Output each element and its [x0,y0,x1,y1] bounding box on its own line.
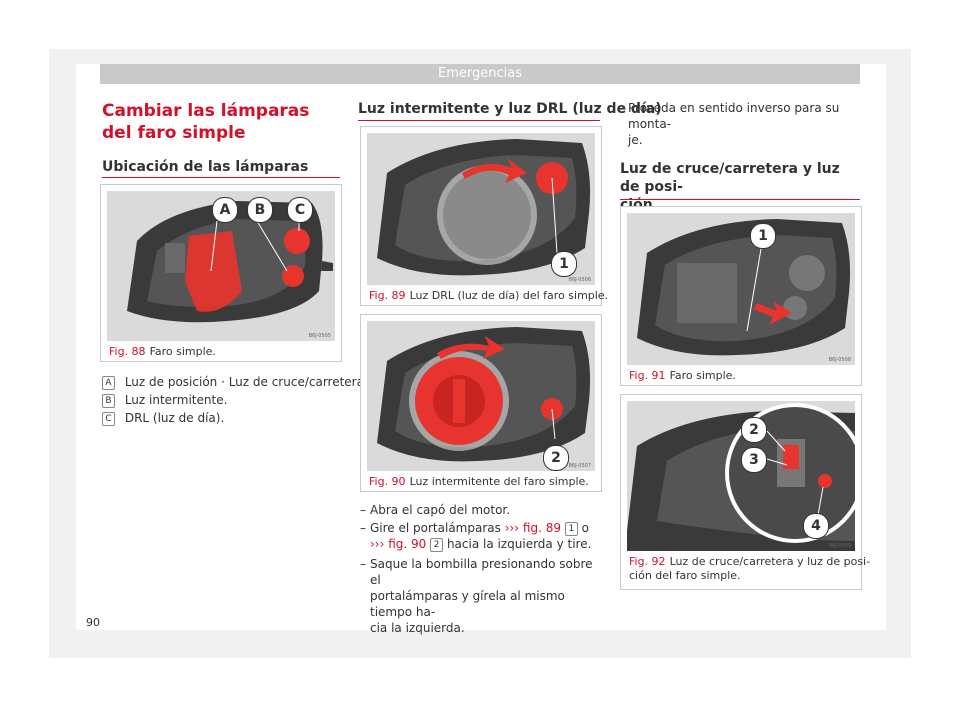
figure-number: Fig. 89 [369,289,406,302]
callout-badge: 1 [564,522,578,536]
middle-heading: Luz intermitente y luz DRL (luz de día) [358,101,662,117]
page-number: 90 [86,616,100,629]
figure-caption-text: Luz DRL (luz de día) del faro simple. [409,289,609,302]
step-2: – Gire el portalámparas ››› fig. 89 1 o … [360,520,600,552]
figure-number: Fig. 88 [109,345,146,358]
legend-text: DRL (luz de día). [124,411,225,425]
figure-number: Fig. 90 [369,475,406,488]
figure-label-a: A [212,197,238,223]
figure-code: B6J-0507 [568,463,591,469]
step-text: Gire el portalámparas [370,521,501,535]
headlamp-illustration: A B C B6J-0505 [107,191,335,341]
headlamp-illustration: 1 B6J-0508 [627,213,855,365]
figure-label-3: 3 [741,447,767,473]
figure-label-1: 1 [551,251,577,277]
figure-caption-text: Luz de cruce/carretera y luz de posi- [669,555,871,568]
step-dash: – [618,101,624,115]
headlamp-illustration: 2 B6J-0507 [367,321,595,471]
legend-key: C [102,412,115,426]
step-reverse: – Proceda en sentido inverso para su mon… [618,100,858,148]
heading-rule [358,120,600,121]
legend-item-c: C DRL (luz de día). [102,410,224,426]
step-3: – Saque la bombilla presionando sobre el… [360,556,600,636]
step-text: hacia la izquierda y tire. [446,537,592,551]
figure-label-1: 1 [750,223,776,249]
figure-number: Fig. 92 [629,555,666,568]
subtitle-rule [102,177,340,178]
section-subtitle: Ubicación de las lámparas [102,159,309,175]
figure-code: B6J-0505 [308,333,331,339]
right-heading-line: Luz de cruce/carretera y luz de posi- [620,161,840,195]
figure-number: Fig. 91 [629,369,666,382]
step-text: je. [628,133,643,147]
figure-code: B6J-0506 [568,277,591,283]
figure-label-c: C [287,197,313,223]
step-text: Abra el capó del motor. [370,503,511,517]
figure-reference-link[interactable]: ››› fig. 89 [504,521,561,535]
step-dash: – [360,503,366,517]
legend-text: Luz intermitente. [124,393,228,407]
legend-key: A [102,376,115,390]
legend-item-a: A Luz de posición · Luz de cruce/carrete… [102,374,368,390]
figure-code: B6J-0508 [828,357,851,363]
step-text: cia la izquierda. [370,621,465,635]
figure-label-2: 2 [741,417,767,443]
legend-item-b: B Luz intermitente. [102,392,227,408]
step-text: Saque la bombilla presionando sobre el [370,557,593,587]
figure-code: B6J-0509 [828,543,851,549]
step-text: Proceda en sentido inverso para su monta… [628,101,840,131]
figure-caption-text: ción del faro simple. [629,569,741,582]
heading-rule [620,199,860,200]
figure-reference-link[interactable]: ››› fig. 90 [370,537,427,551]
section-header: Emergencias [100,64,860,84]
step-dash: – [360,521,366,535]
figure-label-4: 4 [803,513,829,539]
legend-key: B [102,394,115,408]
headlamp-illustration: 2 3 4 B6J-0509 [627,401,855,551]
legend-text: Luz de posición · Luz de cruce/carretera… [124,375,368,389]
step-text: o [581,521,589,535]
figure-label-b: B [247,197,273,223]
step-text: portalámparas y gírela al mismo tiempo h… [370,589,565,619]
figure-caption-text: Luz intermitente del faro simple. [409,475,589,488]
figure-label-2: 2 [543,445,569,471]
page-title: Cambiar las lámparas del faro simple [102,101,310,143]
step-1: – Abra el capó del motor. [360,502,600,518]
headlamp-illustration: 1 B6J-0506 [367,133,595,285]
figure-caption-text: Faro simple. [669,369,736,382]
figure-caption-text: Faro simple. [149,345,216,358]
callout-badge: 2 [430,538,444,552]
step-dash: – [360,557,366,571]
